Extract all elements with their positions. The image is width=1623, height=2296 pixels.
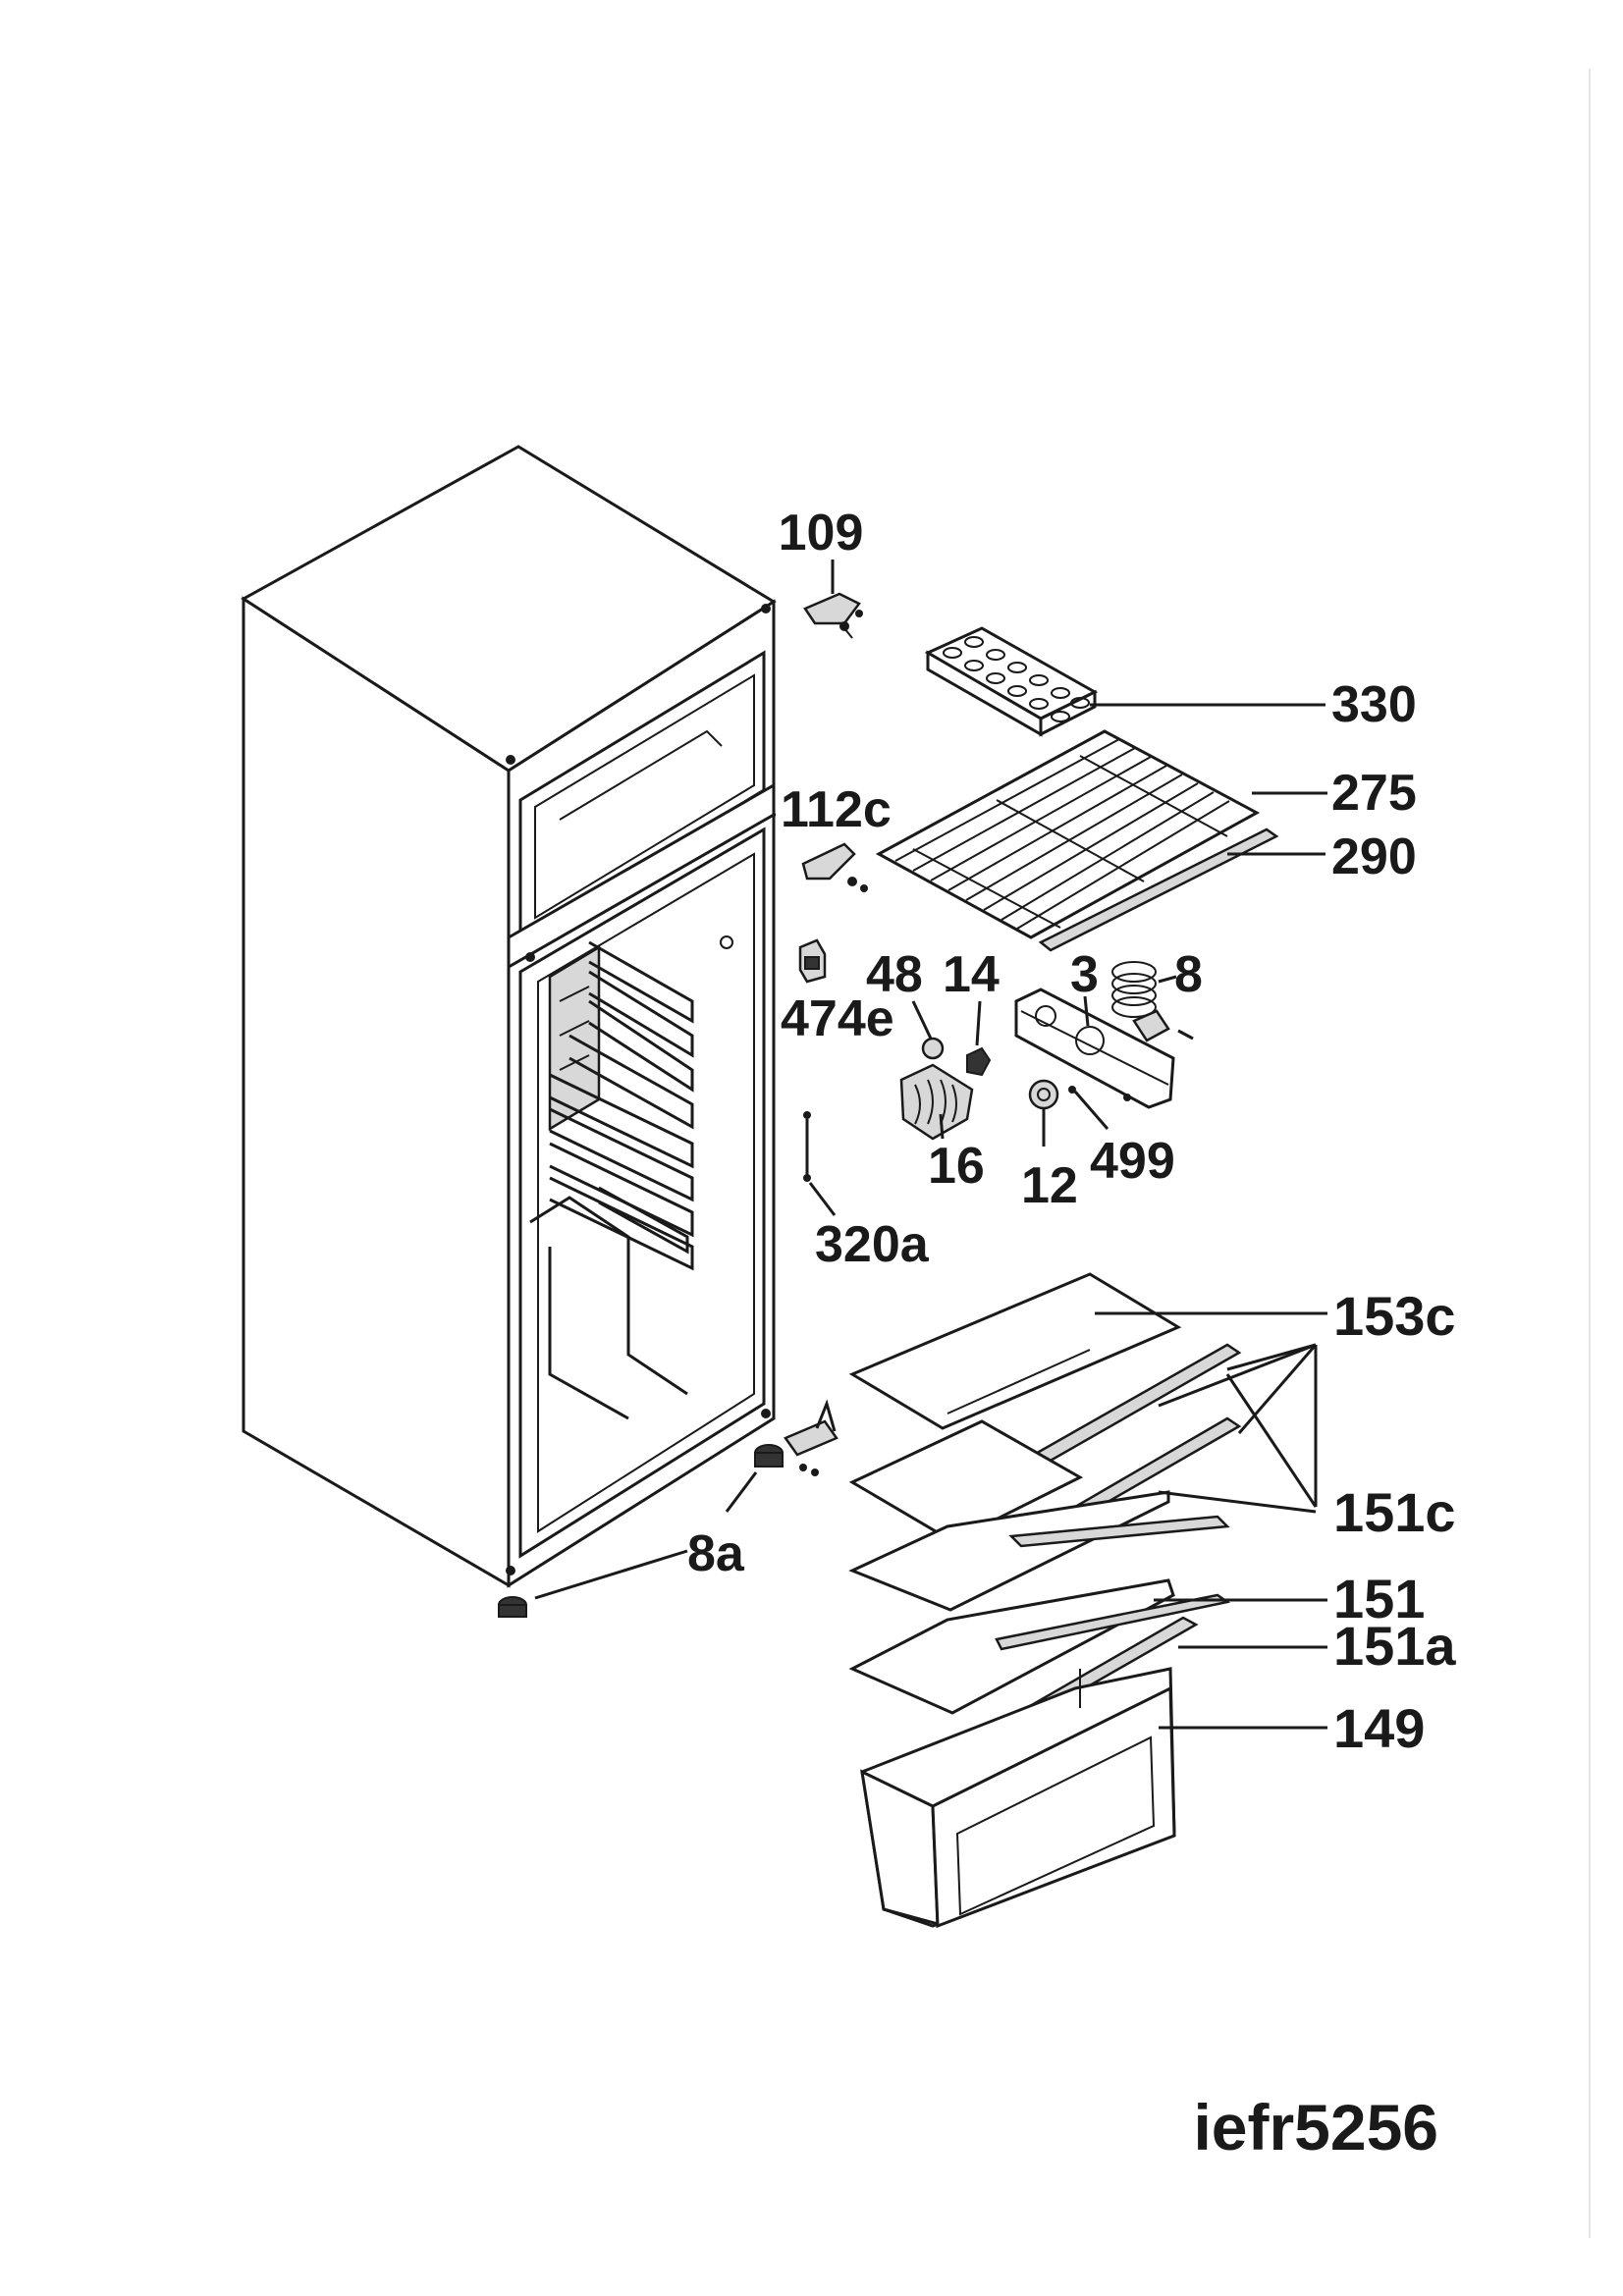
part-499-screw — [1068, 1086, 1131, 1130]
page-edge-line — [1589, 69, 1591, 2238]
callout-14: 14 — [943, 946, 1000, 1003]
callout-8: 8 — [1174, 946, 1203, 1003]
callout-474e: 474e — [781, 990, 894, 1047]
model-code-label: iefr5256 — [1193, 2091, 1438, 2163]
refrigerator-cabinet — [241, 445, 777, 1588]
callout-151: 151 — [1333, 1568, 1425, 1629]
part-8-thermostat — [1111, 961, 1194, 1042]
callout-151a: 151a — [1333, 1615, 1456, 1677]
part-320a-sensor — [803, 1111, 837, 1216]
part-112c-middle-hinge — [774, 813, 868, 892]
callout-149: 149 — [1333, 1697, 1425, 1759]
part-153c-glass-shelf — [848, 1272, 1327, 1430]
part-8a-adjustable-feet — [498, 1399, 839, 1618]
callout-12: 12 — [1021, 1157, 1078, 1214]
part-48-lamp — [911, 1000, 945, 1060]
callout-275: 275 — [1331, 765, 1417, 822]
callout-112c: 112c — [781, 781, 892, 838]
part-109-top-hinge — [803, 560, 863, 639]
callout-151c: 151c — [1333, 1481, 1456, 1543]
callout-320a: 320a — [815, 1216, 930, 1273]
part-330-ice-tray — [924, 626, 1325, 737]
callout-290: 290 — [1331, 828, 1417, 885]
part-275-wire-shelf — [875, 729, 1327, 952]
callout-8a: 8a — [687, 1525, 745, 1582]
callout-16: 16 — [928, 1138, 985, 1195]
part-3-thermostat-housing — [1014, 988, 1175, 1109]
part-151c-shelf-trims — [848, 1343, 1318, 1612]
callout-330: 330 — [1331, 676, 1417, 733]
part-14-thermostat-knob — [966, 1000, 992, 1077]
callout-499: 499 — [1090, 1133, 1175, 1190]
part-16-lamp-cover — [899, 1063, 974, 1141]
callout-153c: 153c — [1333, 1285, 1456, 1347]
part-151-glass-shelf — [848, 1578, 1327, 1715]
inner-shelf-rails — [525, 935, 733, 1420]
part-149-crisper-drawer — [860, 1667, 1327, 1929]
callout-3: 3 — [1070, 946, 1099, 1003]
part-474e-switch — [798, 938, 827, 984]
part-12-knob — [1028, 1079, 1059, 1147]
callout-109: 109 — [779, 505, 864, 561]
callout-48: 48 — [866, 946, 923, 1003]
